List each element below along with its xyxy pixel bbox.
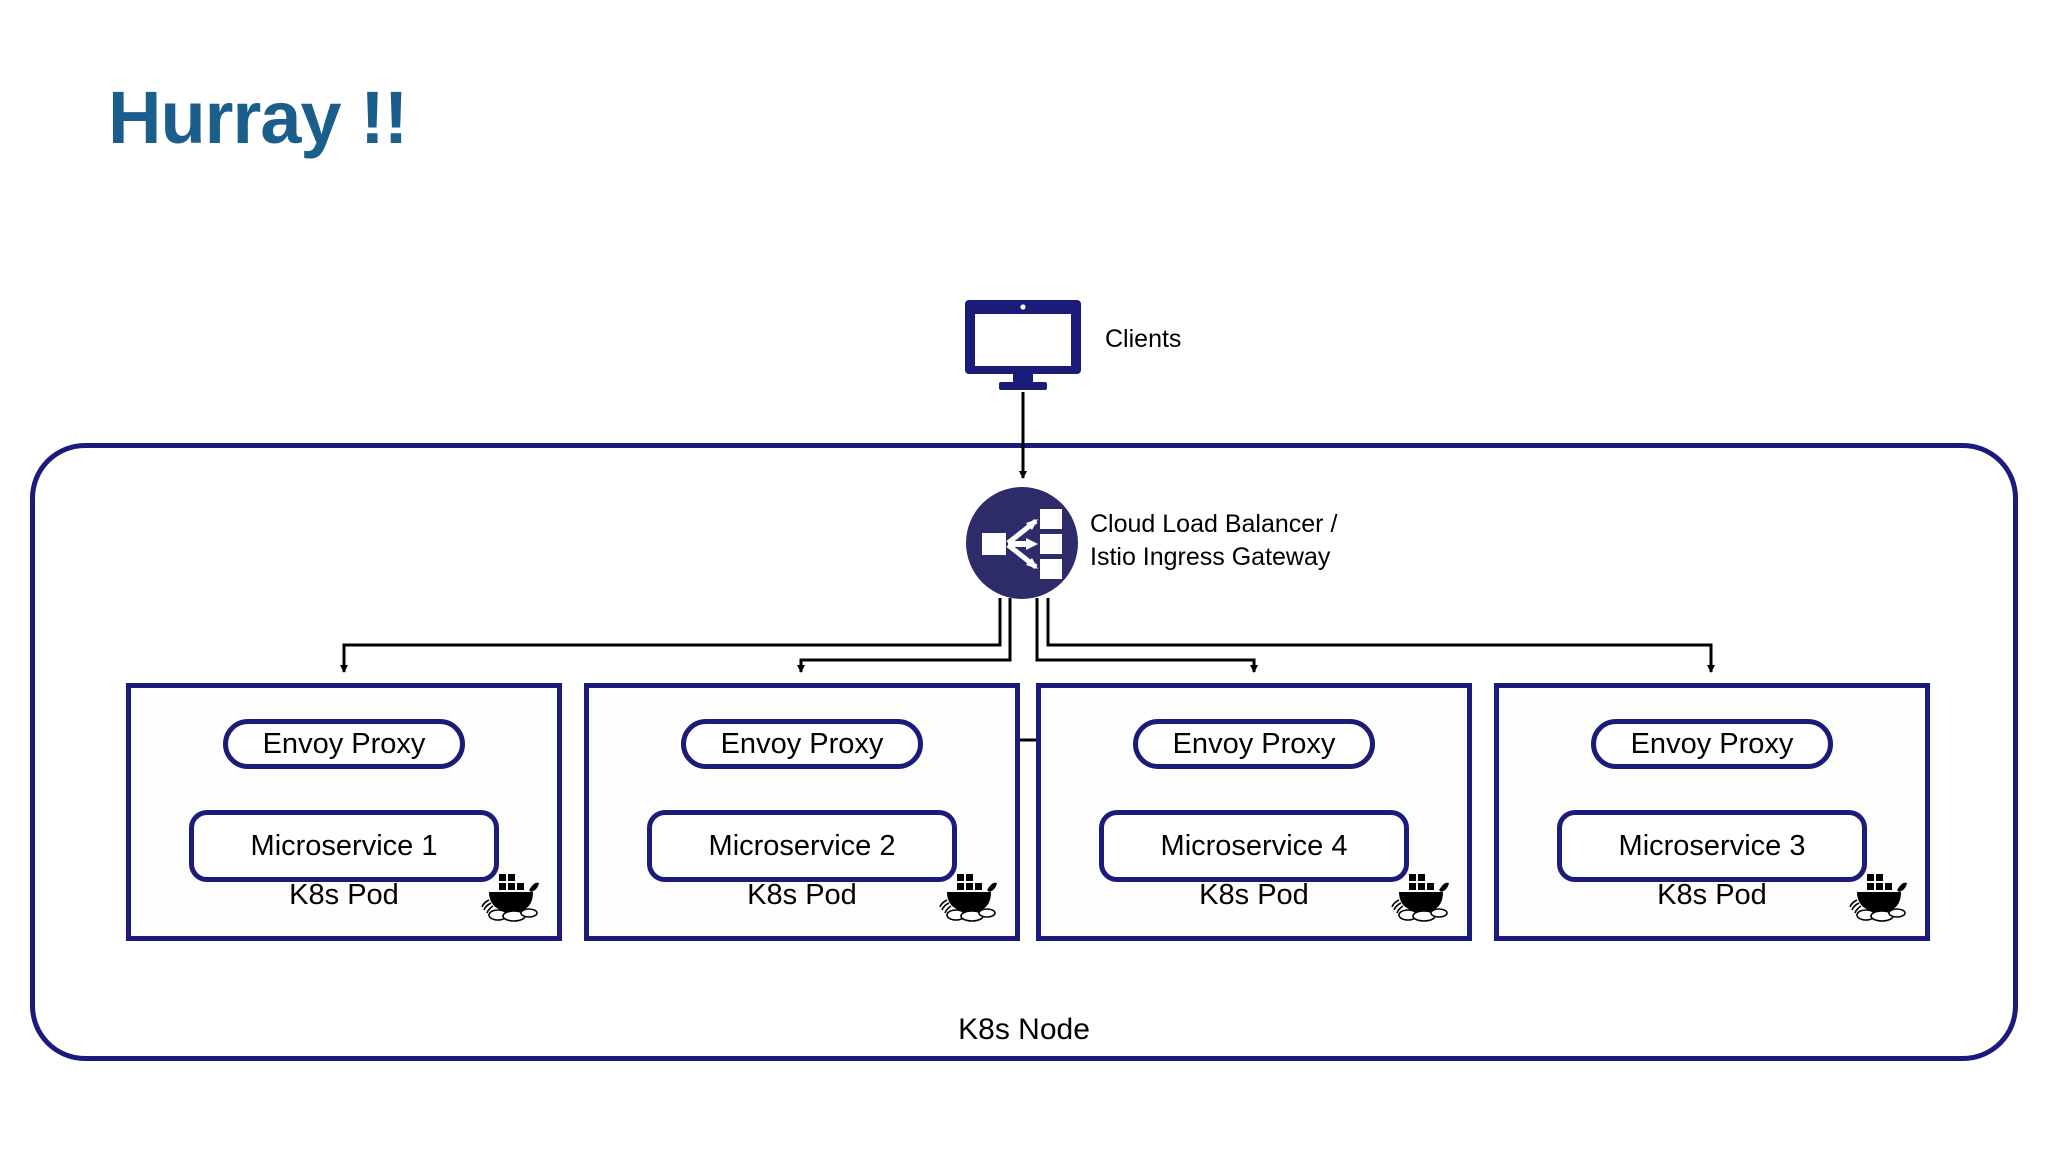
microservice-box: Microservice 4 [1099,810,1409,882]
docker-whale-icon [939,874,997,922]
load-balancer-label-line1: Cloud Load Balancer / [1090,510,1338,538]
k8s-pod: Envoy Proxy Microservice 4 K8s Pod [1036,683,1472,941]
envoy-proxy-box: Envoy Proxy [223,719,465,769]
load-balancer-label-line2: Istio Ingress Gateway [1090,543,1331,571]
pod-label: K8s Pod [747,879,857,911]
k8s-node-label: K8s Node [958,1013,1090,1046]
load-balancer-label: Cloud Load Balancer / Istio Ingress Gate… [1090,508,1337,574]
microservice-box: Microservice 1 [189,810,499,882]
pod-label: K8s Pod [1657,879,1767,911]
monitor-icon [965,300,1081,390]
microservice-box: Microservice 3 [1557,810,1867,882]
pod-label: K8s Pod [1199,879,1309,911]
envoy-proxy-box: Envoy Proxy [1133,719,1375,769]
clients-node [963,298,1083,390]
clients-label: Clients [1105,325,1182,353]
microservice-box: Microservice 2 [647,810,957,882]
load-balancer-node [966,487,1078,599]
envoy-proxy-box: Envoy Proxy [1591,719,1833,769]
docker-whale-icon [481,874,539,922]
pod-label: K8s Pod [289,879,399,911]
k8s-pod: Envoy Proxy Microservice 1 K8s Pod [126,683,562,941]
k8s-pod: Envoy Proxy Microservice 3 K8s Pod [1494,683,1930,941]
k8s-pod: Envoy Proxy Microservice 2 K8s Pod [584,683,1020,941]
docker-whale-icon [1849,874,1907,922]
page-title: Hurray !! [108,76,408,159]
docker-whale-icon [1391,874,1449,922]
envoy-proxy-box: Envoy Proxy [681,719,923,769]
load-balancer-icon [982,509,1062,579]
